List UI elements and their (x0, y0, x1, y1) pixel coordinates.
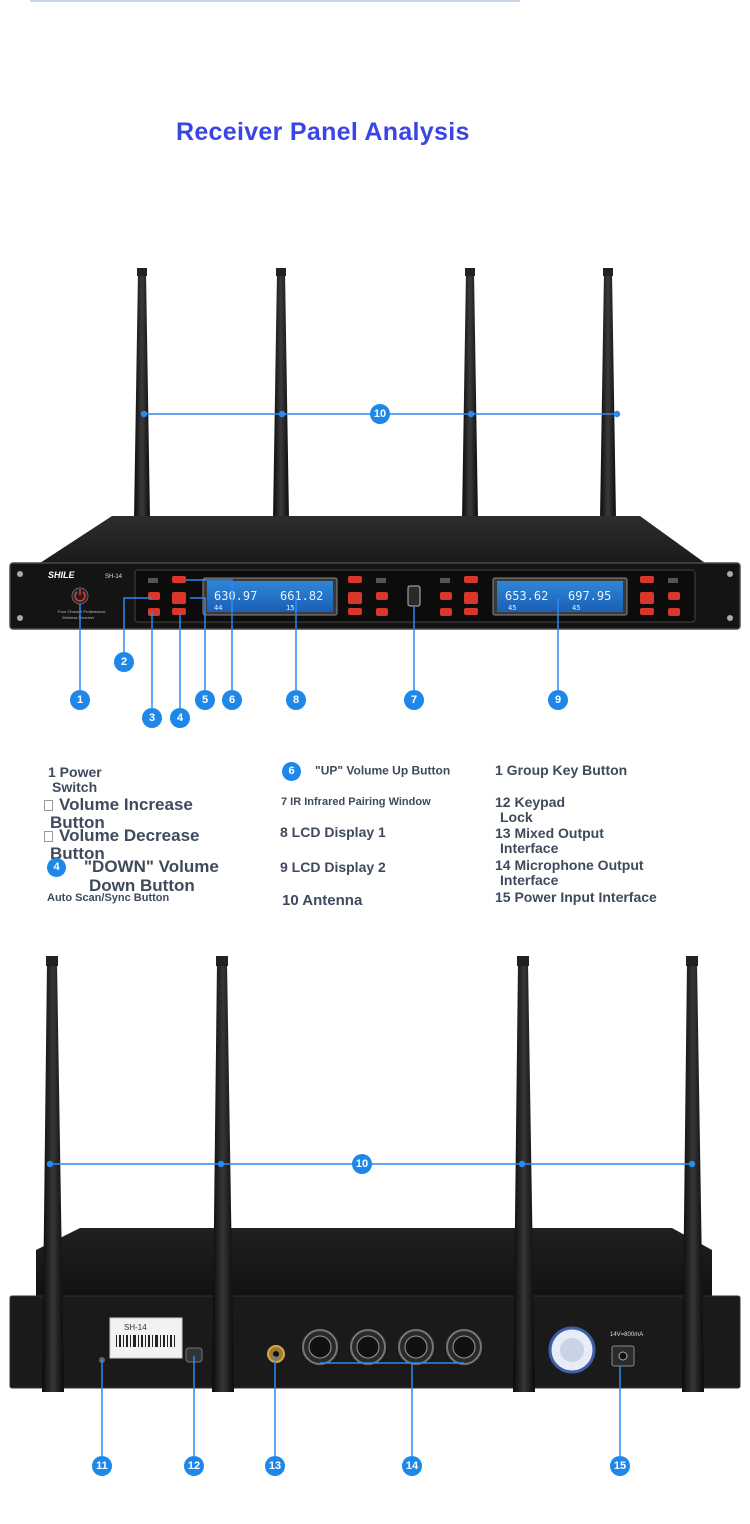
model-label: SH-14 (105, 574, 123, 580)
ir-pairing-window (407, 585, 421, 607)
barcode (116, 1335, 175, 1347)
callout-15: 15 (610, 1456, 630, 1476)
callout-6: 6 (222, 690, 242, 710)
xlr-outputs[interactable] (302, 1329, 482, 1365)
legend-item-12: 12 Keypad Lock (495, 794, 566, 825)
callout-8: 8 (286, 690, 306, 710)
callout-9: 9 (548, 690, 568, 710)
legend-item-2: Volume Increase Button (44, 796, 193, 832)
legend-item-3: Volume Decrease Button (44, 827, 199, 863)
callout-12: 12 (184, 1456, 204, 1476)
rear-antennas (42, 956, 704, 1392)
lcd1-frequency-b: 661.82 (280, 589, 323, 603)
legend-item-6: 6"UP" Volume Up Button (282, 762, 450, 781)
rear-top-cover (36, 1228, 712, 1300)
front-antennas (134, 268, 616, 520)
legend-item-15: 15 Power Input Interface (495, 889, 657, 905)
legend-item-10: 10 Antenna (282, 892, 363, 909)
subtitle-line-2: Wireless Receiver (62, 615, 95, 620)
legend-item-7: 7 IR Infrared Pairing Window (281, 796, 431, 808)
receiver-top-cover (40, 516, 705, 563)
power-rating-label: 14V=800mA (610, 1332, 643, 1338)
control-buttons[interactable] (148, 576, 680, 616)
legend-item-13: 13 Mixed Output Interface (495, 825, 604, 856)
callout-13: 13 (265, 1456, 285, 1476)
page-title: Receiver Panel Analysis (176, 118, 470, 146)
callout-7: 7 (404, 690, 424, 710)
callout-5: 5 (195, 690, 215, 710)
lcd2-frequency-b: 697.95 (568, 589, 611, 603)
lcd-display-2 (497, 581, 623, 612)
lcd2-frequency-a: 653.62 (505, 589, 548, 603)
power-icon (74, 591, 86, 602)
callout-11: 11 (92, 1456, 112, 1476)
legend-item-4: 4"DOWN" Volume Down Button (47, 858, 219, 895)
callout-10-front: 10 (370, 404, 390, 424)
legend-item-14: 14 Microphone Output Interface (495, 857, 644, 888)
lcd-display-1 (207, 581, 333, 612)
lcd2-channel-b: 45 (572, 604, 580, 612)
callout-4: 4 (170, 708, 190, 728)
lcd1-channel-a: 44 (214, 604, 222, 612)
brand-logo: SHILE (48, 570, 76, 580)
callout-10-rear: 10 (352, 1154, 372, 1174)
rear-panel-illustration: SH-14 14V=800mA (9, 956, 741, 1456)
legend-item-11: 1 Group Key Button (495, 762, 628, 778)
callout-2: 2 (114, 652, 134, 672)
rear-model-label: SH-14 (124, 1323, 147, 1332)
callout-14: 14 (402, 1456, 422, 1476)
front-panel-illustration: SHILE SH-14 Four Channel Professional Wi… (9, 268, 741, 708)
callout-1: 1 (70, 690, 90, 710)
callout-3: 3 (142, 708, 162, 728)
subtitle-line-1: Four Channel Professional (58, 609, 105, 614)
lcd2-channel-a: 45 (508, 604, 516, 612)
front-leader-lines (79, 410, 621, 708)
legend-item-9: 9 LCD Display 2 (280, 859, 386, 875)
legend-item-5: Auto Scan/Sync Button (47, 892, 170, 904)
legend-item-1: 1 Power Switch (48, 764, 102, 795)
legend-item-8: 8 LCD Display 1 (280, 824, 386, 840)
lcd1-channel-b: 15 (286, 604, 294, 612)
top-divider (30, 0, 520, 2)
lcd1-frequency-a: 630.97 (214, 589, 257, 603)
